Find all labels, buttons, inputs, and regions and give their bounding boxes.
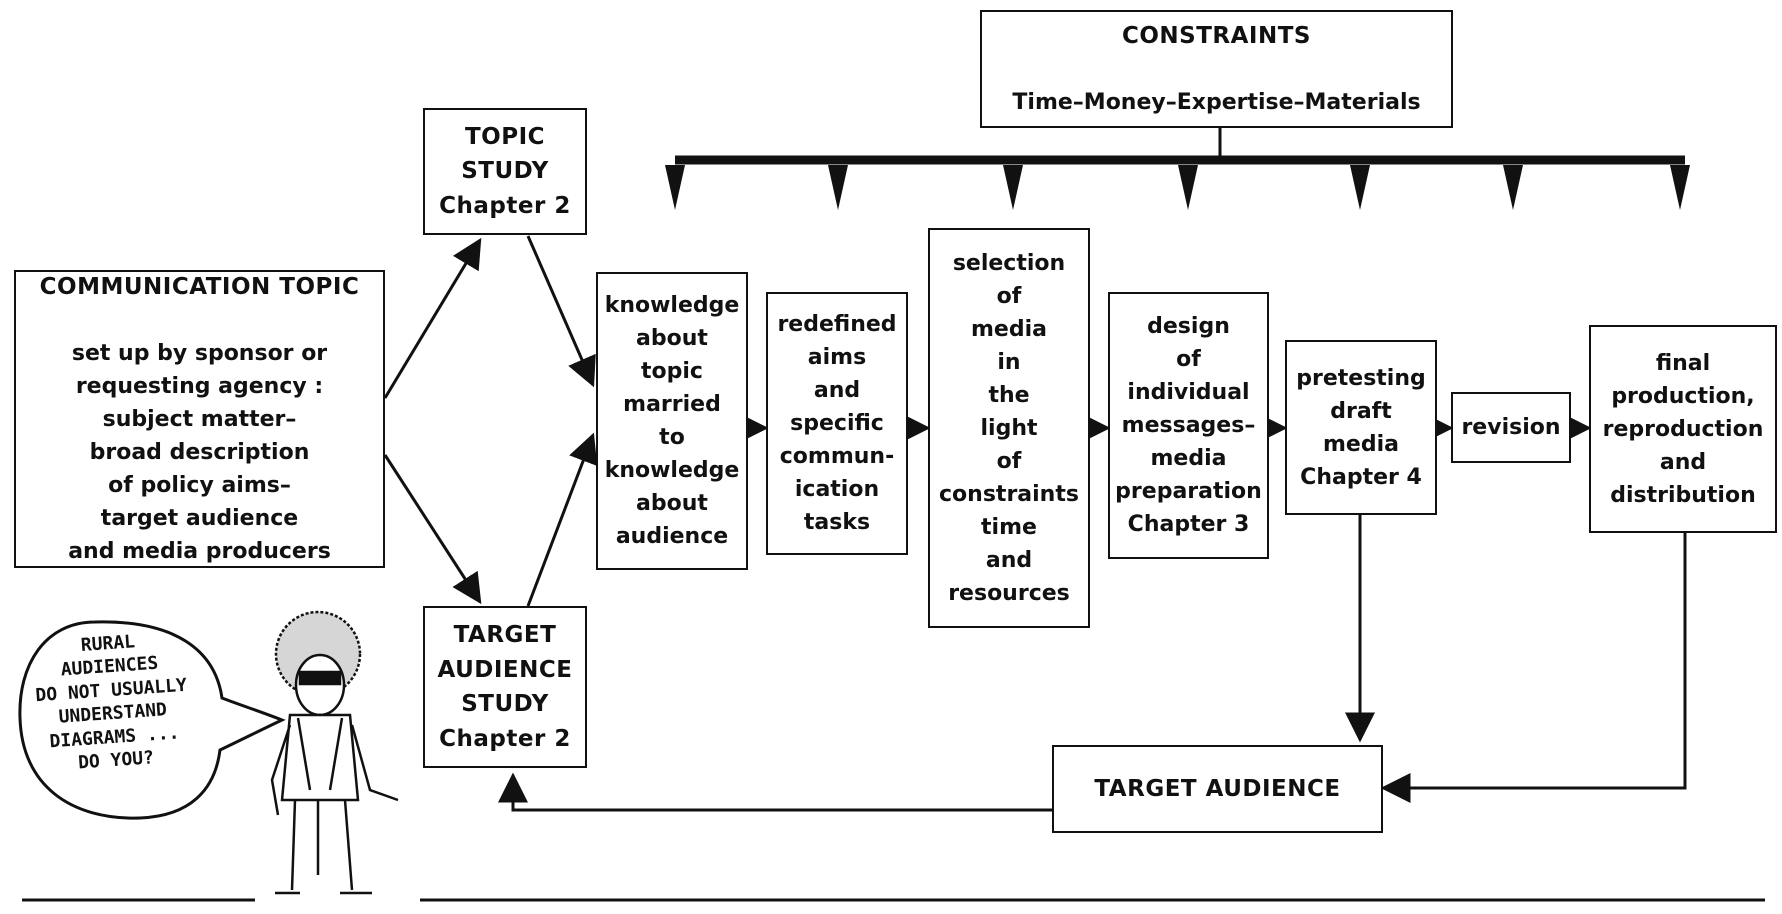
cartoon-glasses (298, 670, 342, 686)
communication-topic-title: COMMUNICATION TOPIC (39, 273, 360, 300)
constraint-arrowheads (665, 165, 1690, 210)
knowledge-label: knowledge about topic married to knowled… (604, 293, 740, 549)
constraints-subtitle: Time–Money–Expertise–Materials (1012, 90, 1421, 116)
cartoon-figure (270, 610, 399, 895)
redefined-aims-label: redefined aims and specific commun- icat… (777, 312, 897, 535)
arrow-target-audience-to-audience-study (498, 772, 1052, 812)
arrow-audience-study-to-knowledge (526, 432, 598, 607)
revision-label: revision (1461, 415, 1561, 440)
design-of-messages-box: design of individual messages– media pre… (1108, 292, 1269, 559)
arrow-final-to-target-audience (1380, 533, 1687, 803)
cartoon-vest (296, 717, 344, 791)
arrow-topic-to-topic-study (383, 237, 482, 399)
cartoon-speech-text: RURAL AUDIENCES DO NOT USUALLY UNDERSTAN… (34, 631, 188, 774)
constraint-arrowhead (665, 165, 685, 210)
constraint-arrowhead (1178, 165, 1198, 210)
selection-of-media-box: selection of media in the light of const… (928, 228, 1090, 628)
constraint-arrowhead (1003, 165, 1023, 210)
final-production-box: final production, reproduction and distr… (1589, 325, 1777, 533)
cartoon-left-arm (270, 724, 292, 816)
target-audience-study-box: TARGET AUDIENCE STUDY Chapter 2 (423, 606, 587, 768)
speech-bubble (18, 620, 286, 820)
topic-study-box: TOPIC STUDY Chapter 2 (423, 108, 587, 235)
final-production-label: final production, reproduction and distr… (1602, 350, 1764, 508)
constraint-arrowhead (828, 165, 848, 210)
cartoon-right-arm (350, 724, 399, 802)
redefined-aims-box: redefined aims and specific commun- icat… (766, 292, 908, 555)
target-audience-study-label: TARGET AUDIENCE STUDY Chapter 2 (437, 622, 573, 752)
arrow-topic-study-to-knowledge (526, 235, 596, 388)
communication-topic-body: set up by sponsor or requesting agency :… (68, 341, 331, 565)
revision-box: revision (1451, 392, 1571, 463)
arrow-topic-to-audience-study (383, 454, 482, 605)
design-of-messages-label: design of individual messages– media pre… (1115, 314, 1262, 537)
constraint-arrowhead (1503, 165, 1523, 210)
knowledge-box: knowledge about topic married to knowled… (596, 272, 748, 570)
target-audience-box: TARGET AUDIENCE (1052, 745, 1383, 833)
target-audience-label: TARGET AUDIENCE (1094, 775, 1341, 802)
communication-topic-box: COMMUNICATION TOPIC set up by sponsor or… (14, 270, 385, 568)
constraints-title: CONSTRAINTS (1121, 22, 1311, 49)
pretesting-label: pretesting draft media Chapter 4 (1296, 365, 1426, 490)
cartoon-legs (290, 799, 354, 891)
selection-of-media-label: selection of media in the light of const… (939, 250, 1079, 606)
cartoon-body (280, 713, 360, 802)
topic-study-label: TOPIC STUDY Chapter 2 (439, 123, 571, 219)
constraints-box: CONSTRAINTS Time–Money–Expertise–Materia… (980, 10, 1453, 128)
pretesting-box: pretesting draft media Chapter 4 (1285, 340, 1437, 515)
constraint-arrowhead (1670, 165, 1690, 210)
constraint-arrowhead (1350, 165, 1370, 210)
